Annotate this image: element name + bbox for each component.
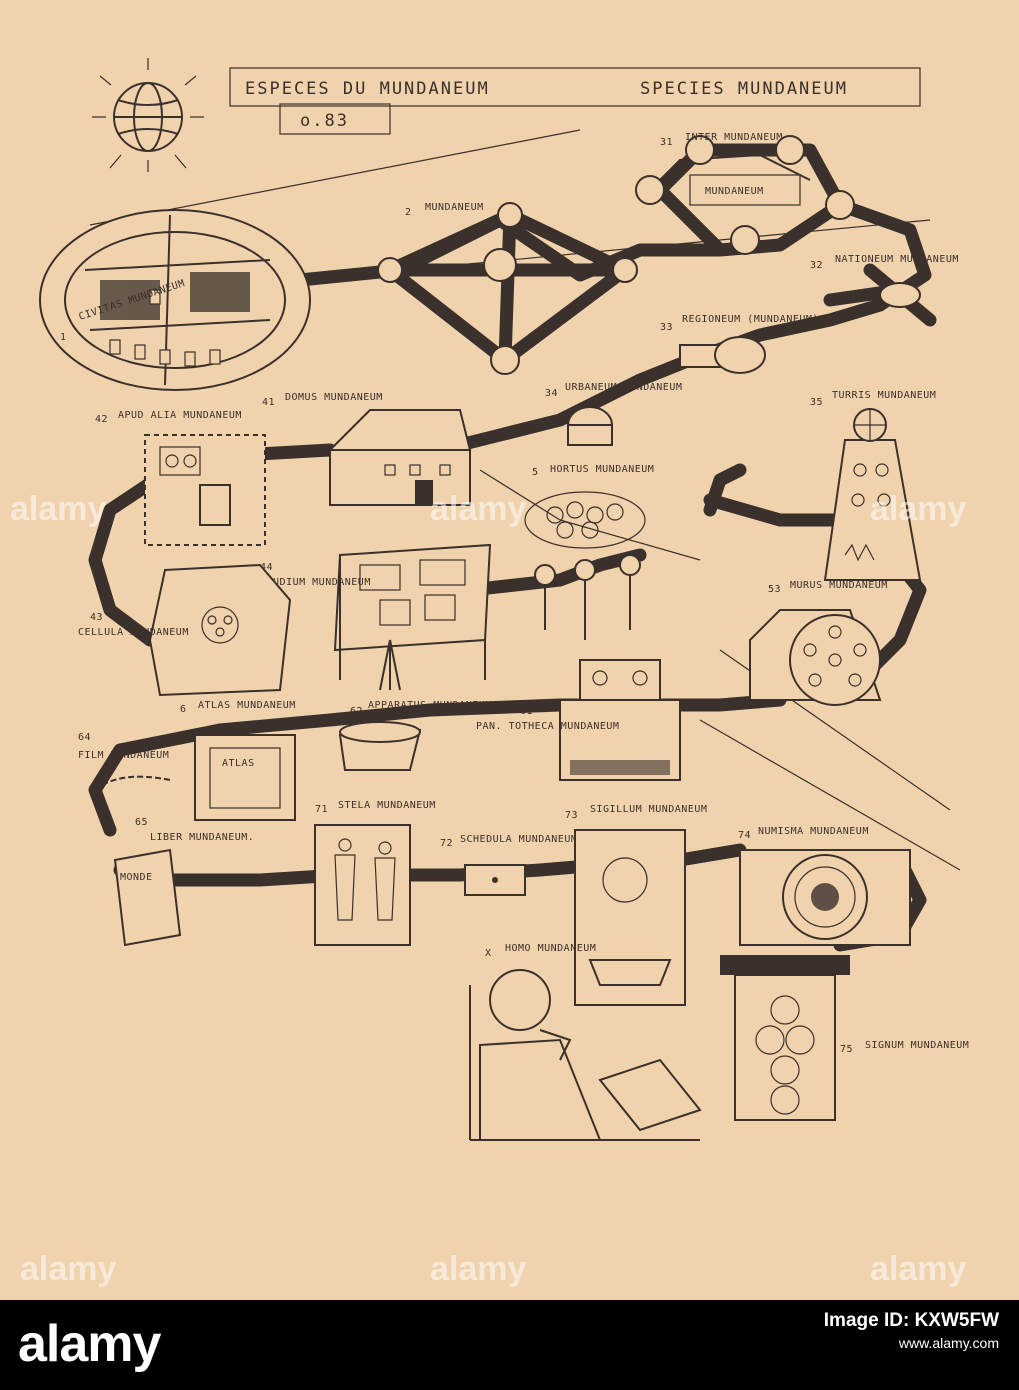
hortus-label: HORTUS MUNDANEUM — [550, 464, 654, 475]
signum-label: SIGNUM MUNDANEUM — [865, 1040, 969, 1051]
inter-num: 31 — [660, 137, 673, 148]
trees — [534, 554, 641, 640]
alamy-logo[interactable]: alamy — [18, 1315, 161, 1373]
cellula-num: 43 — [90, 612, 103, 623]
homo-mundaneum: X HOMO MUNDANEUM — [469, 943, 702, 1141]
film-mundaneum: 64 FILM MUNDANEUM — [78, 732, 171, 791]
site-url[interactable]: www.alamy.com — [898, 1335, 999, 1351]
perspective-lines — [89, 129, 961, 871]
inter-mundaneum: 31 INTER MUNDANEUM MUNDANEUM — [635, 132, 855, 255]
studium-label: STUDIUM MUNDANEUM — [260, 577, 371, 588]
murus-label: MURUS MUNDANEUM — [790, 580, 888, 591]
pantotheca-num: 61 — [520, 706, 533, 717]
apud-alia-label: APUD ALIA MUNDANEUM — [118, 410, 242, 421]
regioneum-num: 33 — [660, 322, 673, 333]
title-right: SPECIES MUNDANEUM — [640, 79, 848, 99]
civitas-num: 1 — [60, 332, 67, 343]
homo-num: X — [485, 948, 492, 959]
signum-mundaneum: 75 SIGNUM MUNDANEUM — [720, 955, 969, 1121]
liber-label: LIBER MUNDANEUM. — [150, 832, 254, 843]
cellula-label: CELLULA MUNDANEUM — [78, 627, 189, 638]
nationeum-label: NATIONEUM MUNDANEUM — [835, 254, 959, 265]
apud-alia-mundaneum: 42 APUD ALIA MUNDANEUM — [95, 410, 266, 546]
mundaneum-star: 2 MUNDANEUM — [377, 202, 638, 375]
turris-mundaneum: 35 TURRIS MUNDANEUM — [810, 390, 936, 581]
murus-num: 53 — [768, 584, 781, 595]
nationeum-mundaneum: 32 NATIONEUM MUNDANEUM — [810, 254, 959, 327]
header-box: ESPECES DU MUNDANEUM SPECIES MUNDANEUM o… — [229, 67, 921, 135]
turris-num: 35 — [810, 397, 823, 408]
title-left: ESPECES DU MUNDANEUM — [245, 79, 490, 99]
civitas-mundaneum: 1 CIVITAS MUNDANEUM — [39, 209, 311, 391]
watermark-2: alamy — [430, 490, 526, 528]
sheet-number: o.83 — [300, 111, 349, 131]
atlas-mundaneum: ATLAS 6 ATLAS MUNDANEUM — [180, 700, 296, 821]
hortus-mundaneum: 5 HORTUS MUNDANEUM — [524, 463, 747, 549]
apparatus-label: APPARATUS MUNDANEUM — [368, 700, 492, 711]
turris-label: TURRIS MUNDANEUM — [832, 390, 936, 401]
apparatus-num: 62 — [350, 706, 363, 717]
globe-icon — [92, 58, 204, 172]
schedula-num: 72 — [440, 838, 453, 849]
watermark-4: alamy — [20, 1250, 116, 1288]
image-info: Image ID: KXW5FW www.alamy.com — [824, 1310, 999, 1354]
watermark-1: alamy — [10, 490, 106, 528]
studium-mundaneum: 44 STUDIUM MUNDANEUM — [260, 543, 492, 691]
homo-label: HOMO MUNDANEUM — [505, 943, 596, 954]
cellula-mundaneum: 43 CELLULA MUNDANEUM — [78, 563, 292, 697]
pantotheca-mundaneum: 61 PAN. TOTHECA MUNDANEUM — [476, 659, 681, 781]
regioneum-mundaneum: 33 REGIONEUM (MUNDANEUM) — [660, 314, 819, 374]
image-id: Image ID: KXW5FW — [823, 1310, 999, 1331]
liber-book-label: MONDE — [120, 872, 153, 883]
signum-num: 75 — [840, 1044, 853, 1055]
atlas-num: 6 — [180, 704, 187, 715]
sigillum-mundaneum: 73 SIGILLUM MUNDANEUM — [565, 804, 707, 1006]
murus-mundaneum: 53 MURUS MUNDANEUM — [749, 580, 888, 706]
inter-center-label: MUNDANEUM — [705, 186, 764, 197]
nationeum-num: 32 — [810, 260, 823, 271]
hortus-num: 5 — [532, 467, 539, 478]
schedula-mundaneum: 72 SCHEDULA MUNDANEUM — [440, 834, 577, 896]
urbaneum-num: 34 — [545, 388, 558, 399]
numisma-label: NUMISMA MUNDANEUM — [758, 826, 869, 837]
watermark-3: alamy — [870, 490, 966, 528]
regioneum-label: REGIONEUM (MUNDANEUM) — [682, 314, 819, 325]
urbaneum-mundaneum: 34 URBANEUM MUNDANEUM — [545, 382, 682, 446]
sigillum-num: 73 — [565, 810, 578, 821]
stela-num: 71 — [315, 804, 328, 815]
liber-num: 65 — [135, 817, 148, 828]
inter-label: INTER MUNDANEUM — [685, 132, 783, 143]
stela-mundaneum: 71 STELA MUNDANEUM — [314, 800, 436, 946]
atlas-label: ATLAS MUNDANEUM — [198, 700, 296, 711]
film-num: 64 — [78, 732, 91, 743]
watermark-5: alamy — [430, 1250, 526, 1288]
mundaneum-drawing: ESPECES DU MUNDANEUM SPECIES MUNDANEUM o… — [10, 58, 969, 1288]
stock-footer: alamy Image ID: KXW5FW www.alamy.com — [0, 1300, 1019, 1390]
watermarks: alamy alamy alamy alamy alamy alamy — [10, 490, 966, 1288]
watermark-6: alamy — [870, 1250, 966, 1288]
film-label: FILM MUNDANEUM — [78, 750, 169, 761]
apud-alia-num: 42 — [95, 414, 108, 425]
sigillum-label: SIGILLUM MUNDANEUM — [590, 804, 707, 815]
urbaneum-label: URBANEUM MUNDANEUM — [565, 382, 682, 393]
stela-label: STELA MUNDANEUM — [338, 800, 436, 811]
numisma-num: 74 — [738, 830, 751, 841]
mundaneum-num: 2 — [405, 207, 412, 218]
schedula-label: SCHEDULA MUNDANEUM — [460, 834, 577, 845]
apparatus-mundaneum: 62 APPARATUS MUNDANEUM — [338, 700, 492, 771]
liber-mundaneum: MONDE 65 LIBER MUNDANEUM. — [113, 817, 254, 947]
atlas-book-label: ATLAS — [222, 758, 255, 769]
domus-num: 41 — [262, 397, 275, 408]
domus-label: DOMUS MUNDANEUM — [285, 392, 383, 403]
pantotheca-label: PAN. TOTHECA MUNDANEUM — [476, 721, 619, 732]
studium-num: 44 — [260, 562, 273, 573]
mundaneum-label: MUNDANEUM — [425, 202, 484, 213]
numisma-mundaneum: 74 NUMISMA MUNDANEUM — [738, 826, 911, 946]
domus-mundaneum: 41 DOMUS MUNDANEUM — [262, 392, 472, 506]
